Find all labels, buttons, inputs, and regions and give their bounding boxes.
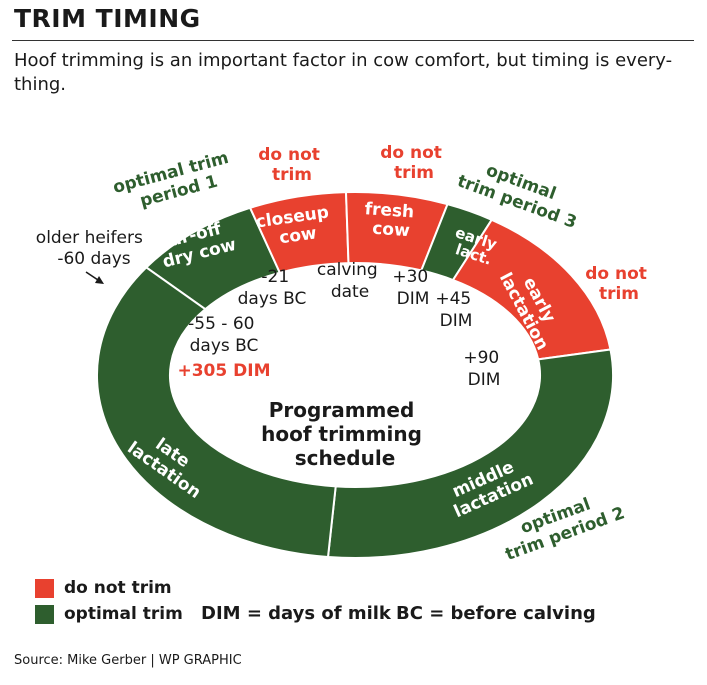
source-credit: Source: Mike Gerber | WP GRAPHIC xyxy=(14,653,242,668)
label-do-not-trim-1: do not trim xyxy=(258,145,326,185)
subtitle: Hoof trimming is an important factor in … xyxy=(14,50,673,95)
legend-do-not-trim: do not trim xyxy=(35,577,172,599)
label-optimal-trim-period-1: optimal trim period 1 xyxy=(111,146,242,217)
legend-label-optimal-trim: optimal trim xyxy=(64,604,183,624)
label-minus-55-60-days-bc: -55 - 60 days BC xyxy=(188,314,260,356)
segment-middle-lactation xyxy=(326,348,614,560)
label-plus-305-dim: +305 DIM xyxy=(177,361,270,381)
center-title: Programmed hoof trimming schedule xyxy=(261,398,429,470)
label-calving-date: calving date xyxy=(317,260,383,302)
label-plus-30-dim: +30 DIM xyxy=(392,267,433,309)
segment-late-lactation xyxy=(96,266,337,559)
legend-label-do-not-trim: do not trim xyxy=(64,578,172,598)
label-do-not-trim-2: do not trim xyxy=(380,143,448,183)
legend-bc-definition: BC = before calving xyxy=(396,603,596,624)
page-title: TRIM TIMING xyxy=(14,4,201,33)
label-plus-90-dim: +90 DIM xyxy=(463,348,504,390)
legend-dim-definition: DIM = days of milk xyxy=(201,603,391,624)
title-divider xyxy=(12,40,694,41)
label-older-heifers: older heifers -60 days xyxy=(36,228,148,269)
label-minus-21-days-bc: -21 days BC xyxy=(238,267,307,309)
older-heifers-arrowhead xyxy=(95,276,104,284)
legend-optimal-trim: optimal trim xyxy=(35,603,183,625)
legend-swatch-green xyxy=(35,604,54,624)
legend-swatch-red xyxy=(35,578,54,598)
segment-label-fresh: fresh cow xyxy=(363,199,421,242)
label-do-not-trim-3: do not trim xyxy=(585,264,653,304)
label-plus-45-dim: +45 DIM xyxy=(435,289,476,331)
